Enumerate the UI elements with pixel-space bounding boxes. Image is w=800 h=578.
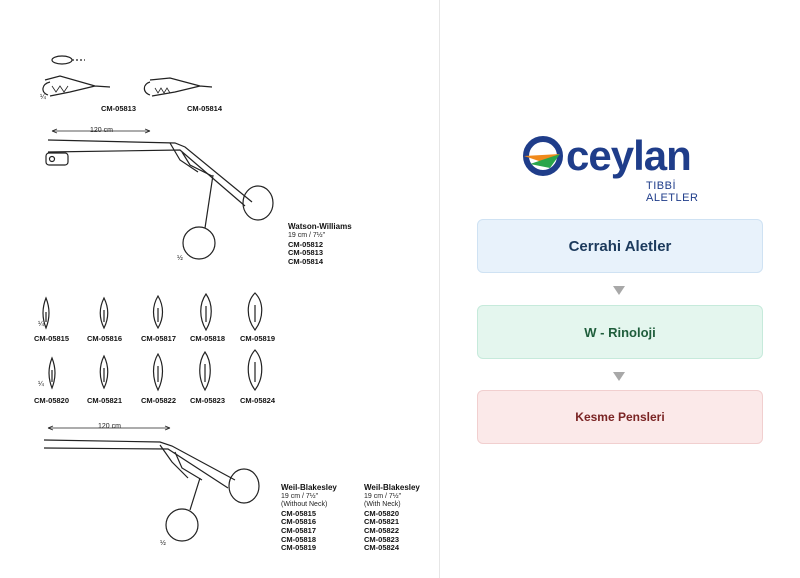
size-label: 19 cm / 7½" bbox=[288, 232, 326, 239]
product-group-button[interactable]: Kesme Pensleri bbox=[477, 390, 763, 444]
product-code: CM-05817 bbox=[281, 525, 317, 535]
jaw-detail-left bbox=[42, 75, 111, 97]
size-label: 19 cm / 7½" bbox=[281, 492, 319, 500]
weil-ring-top bbox=[228, 468, 260, 504]
watson-shaft bbox=[47, 139, 253, 207]
product-code: CM-05816 bbox=[87, 334, 123, 343]
scale-mark: ¼ bbox=[40, 94, 46, 101]
product-code: CM-05814 bbox=[187, 104, 223, 113]
product-code: CM-05818 bbox=[281, 534, 317, 544]
ceylan-logo-icon bbox=[523, 136, 563, 176]
brand-logo[interactable]: ceylan TIBBİ ALETLER bbox=[520, 128, 720, 204]
panel-divider bbox=[439, 0, 440, 578]
product-code: CM-05815 bbox=[34, 334, 70, 343]
product-code: CM-05824 bbox=[240, 396, 276, 405]
product-code: CM-05817 bbox=[141, 334, 177, 343]
product-code: CM-05815 bbox=[281, 508, 317, 518]
jaw-tip-detail bbox=[51, 55, 73, 65]
scale-mark: ¼ bbox=[38, 321, 44, 328]
product-code: CM-05813 bbox=[101, 104, 137, 113]
product-code: CM-05824 bbox=[364, 543, 400, 553]
weil-with-neck-spec: Weil-Blakesley 19 cm / 7½" (With Neck) C… bbox=[364, 483, 420, 553]
product-name: Weil-Blakesley bbox=[364, 483, 420, 492]
category-button[interactable]: Cerrahi Aletler bbox=[477, 219, 763, 273]
subcategory-button[interactable]: W - Rinoloji bbox=[477, 305, 763, 359]
product-group-label: Kesme Pensleri bbox=[575, 410, 665, 424]
product-code: CM-05820 bbox=[34, 396, 70, 405]
arrow-down-icon bbox=[613, 372, 625, 381]
product-code: CM-05821 bbox=[364, 517, 400, 527]
watson-ring-top bbox=[242, 185, 274, 221]
product-name: Watson-Williams bbox=[288, 222, 352, 231]
product-code: CM-05818 bbox=[190, 334, 226, 343]
jaw-detail-right bbox=[143, 77, 213, 97]
product-code: CM-05819 bbox=[281, 543, 317, 553]
product-code: CM-05813 bbox=[288, 248, 324, 258]
subcategory-label: W - Rinoloji bbox=[584, 324, 656, 340]
product-code: CM-05821 bbox=[87, 396, 123, 405]
product-code: CM-05819 bbox=[240, 334, 276, 343]
scale-mark: ½ bbox=[160, 540, 166, 547]
scale-mark: ¼ bbox=[38, 381, 44, 388]
watson-tip-detail bbox=[45, 152, 69, 166]
category-label: Cerrahi Aletler bbox=[568, 237, 672, 255]
product-code: CM-05820 bbox=[364, 508, 400, 518]
instrument-illustrations bbox=[42, 55, 274, 542]
scale-mark: ½ bbox=[177, 255, 183, 262]
watson-ring-bottom bbox=[182, 226, 216, 260]
product-code: CM-05812 bbox=[288, 239, 324, 249]
product-code: CM-05823 bbox=[190, 396, 226, 405]
product-code: CM-05822 bbox=[141, 396, 177, 405]
tips-row-2 bbox=[48, 349, 263, 392]
length-label: 120 cm bbox=[90, 127, 113, 134]
tips-row-1 bbox=[42, 292, 263, 332]
product-code: CM-05822 bbox=[364, 525, 400, 535]
brand-name: ceylan bbox=[566, 132, 692, 179]
arrow-down-icon bbox=[613, 286, 625, 295]
product-name: Weil-Blakesley bbox=[281, 483, 337, 492]
watson-spec-list: 19 cm / 7½" CM-05812 CM-05813 CM-05814 bbox=[288, 232, 325, 266]
weil-without-neck-spec: Weil-Blakesley 19 cm / 7½" (Without Neck… bbox=[281, 483, 337, 553]
length-label: 120 cm bbox=[98, 423, 121, 430]
variant-note: (Without Neck) bbox=[281, 501, 328, 509]
product-code: CM-05814 bbox=[288, 256, 324, 266]
weil-shaft bbox=[43, 439, 236, 489]
product-code: CM-05816 bbox=[281, 517, 317, 527]
size-label: 19 cm / 7½" bbox=[364, 492, 402, 500]
weil-ring-bottom bbox=[165, 508, 199, 542]
product-code: CM-05823 bbox=[364, 534, 400, 544]
brand-tagline: TIBBİ ALETLER bbox=[646, 180, 699, 204]
variant-note: (With Neck) bbox=[364, 501, 401, 509]
